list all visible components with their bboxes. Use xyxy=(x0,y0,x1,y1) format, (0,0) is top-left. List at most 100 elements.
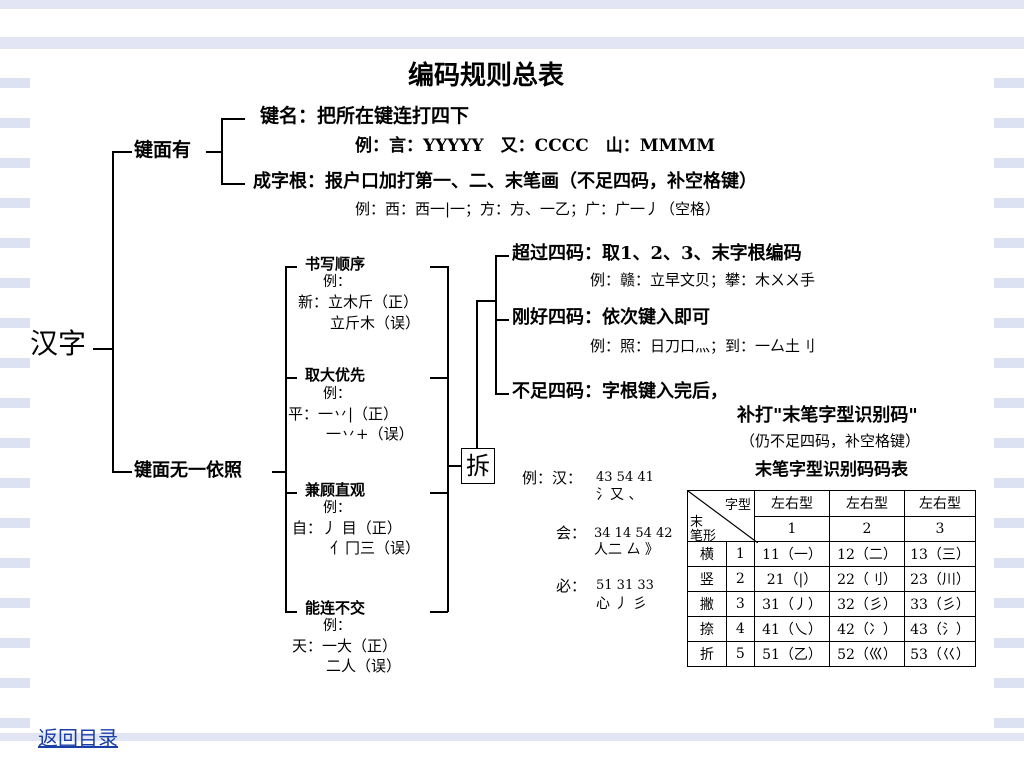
side-dash xyxy=(0,638,30,648)
trunk-top-tick xyxy=(112,151,132,153)
principle-4-line-2: 天：一大（正） xyxy=(292,637,398,655)
principle-2-line-2: 平：一丷|（正） xyxy=(288,405,399,423)
radical-example: 例：西：西一|一；方：方、一乙；广：广一丿（空格） xyxy=(355,200,721,218)
header-num-3: 3 xyxy=(904,515,976,542)
radical-connector xyxy=(221,183,245,185)
side-dash xyxy=(0,118,30,128)
corner-diagonal xyxy=(688,491,758,543)
p4-tick-right xyxy=(430,611,448,613)
header-num-2: 2 xyxy=(829,515,905,542)
header-type-1: 左右型 xyxy=(754,490,830,517)
stroke-num: 1 xyxy=(725,541,756,567)
code-cell: 33（彡） xyxy=(904,591,976,617)
code-cell: 13（三） xyxy=(904,541,976,567)
stroke-num: 2 xyxy=(725,566,756,592)
side-dash xyxy=(994,78,1024,88)
stroke-name: 竖 xyxy=(687,566,727,592)
rule-under-four: 不足四码：字根键入完后， xyxy=(512,381,728,402)
split-up-connector xyxy=(476,300,478,448)
code-cell: 42（冫） xyxy=(829,616,905,642)
corner-top-label: 字型 xyxy=(724,498,751,513)
root-trunk xyxy=(112,151,114,471)
table-row: 横 1 11（一） 12（二） 13（三） xyxy=(687,541,976,567)
p1-tick-right xyxy=(430,266,448,268)
branch-has-bracket xyxy=(221,118,223,184)
corner-left-label-2: 笔形 xyxy=(690,529,717,544)
principle-4-line-3: 二人（误） xyxy=(326,657,402,675)
p3-tick-left xyxy=(285,492,297,494)
side-dash xyxy=(994,198,1024,208)
page-title: 编码规则总表 xyxy=(408,61,565,91)
header-band xyxy=(0,37,1024,49)
side-dash xyxy=(0,158,30,168)
rule-exactly-four: 刚好四码：依次键入即可 xyxy=(512,307,710,328)
principle-2-title: 取大优先 xyxy=(305,366,366,384)
corner-left-label-1: 末 xyxy=(690,515,704,530)
principle-3-line-1: 例： xyxy=(323,500,351,516)
back-to-contents-link[interactable]: 返回目录 xyxy=(38,726,118,750)
key-name-connector xyxy=(221,118,245,120)
branch-none-connector xyxy=(272,471,286,473)
root-label: 汉字 xyxy=(30,327,87,360)
code-table-corner: 字型 末 笔形 xyxy=(687,490,758,544)
split-example-2-parts: 人二 厶 》 xyxy=(594,542,659,558)
rule-over-four-example: 例：赣：立早文贝；攀：木ㄨㄨ手 xyxy=(590,271,816,289)
stroke-num: 5 xyxy=(725,641,756,667)
side-dash xyxy=(0,718,30,728)
code-cell: 43（氵） xyxy=(904,616,976,642)
rule-3-connector xyxy=(495,393,509,395)
radical-rule: 成字根：报户口加打第一、二、末笔画（不足四码，补空格键） xyxy=(253,171,757,192)
p3-tick-right xyxy=(430,492,448,494)
stroke-name: 捺 xyxy=(687,616,727,642)
principle-1-title: 书写顺序 xyxy=(305,255,366,273)
table-row: 捺 4 41（乀） 42（冫） 43（氵） xyxy=(687,616,976,642)
side-dash xyxy=(994,318,1024,328)
code-cell: 22（刂） xyxy=(829,566,905,592)
principle-3-line-2: 自：丿 目（正） xyxy=(292,519,402,537)
table-row: 折 5 51（乙） 52（巛） 53（巜） xyxy=(687,641,976,667)
code-cell: 21（|） xyxy=(754,566,830,592)
side-dash xyxy=(994,678,1024,688)
code-cell: 53（巜） xyxy=(904,641,976,667)
code-table-title: 末笔字型识别码码表 xyxy=(755,460,908,480)
branch-none-label: 键面无一依照 xyxy=(134,460,242,481)
side-dash xyxy=(994,118,1024,128)
principle-1-line-3: 立斤木（误） xyxy=(330,314,421,332)
split-branch-connector xyxy=(476,300,496,302)
principle-2-line-1: 例： xyxy=(323,386,351,402)
split-example-3-parts: 心 丿 彡 xyxy=(596,596,647,612)
side-dash xyxy=(994,518,1024,528)
stroke-name: 折 xyxy=(687,641,727,667)
code-cell: 12（二） xyxy=(829,541,905,567)
side-dash xyxy=(994,358,1024,368)
side-dash xyxy=(994,478,1024,488)
split-example-1-codes: 43 54 41 xyxy=(596,470,654,485)
header-type-3: 左右型 xyxy=(904,490,976,517)
rule-exactly-four-example: 例：照：日刀口灬；到：一厶土刂 xyxy=(590,337,816,355)
side-dash xyxy=(994,158,1024,168)
trunk-bottom-tick xyxy=(112,471,132,473)
principle-2-line-3: 一丷+（误） xyxy=(326,425,414,443)
rule-under-four-line2: 补打"末笔字型识别码" xyxy=(737,405,918,426)
side-dash xyxy=(994,598,1024,608)
key-name-rule: 键名：把所在键连打四下 xyxy=(260,105,470,127)
table-row: 撇 3 31（丿） 32（彡） 33（彡） xyxy=(687,591,976,617)
code-cell: 11（一） xyxy=(754,541,830,567)
side-dash xyxy=(0,78,30,88)
side-dash xyxy=(0,678,30,688)
p4-tick-left xyxy=(285,611,297,613)
stroke-num: 4 xyxy=(725,616,756,642)
stroke-name: 撇 xyxy=(687,591,727,617)
side-dash xyxy=(994,638,1024,648)
split-example-3-char: 必： xyxy=(556,577,587,595)
key-name-example: 例：言：YYYYY 又：CCCC 山：MMMM xyxy=(355,136,716,156)
side-dash xyxy=(0,358,30,368)
side-dash xyxy=(0,318,30,328)
stroke-name: 横 xyxy=(687,541,727,567)
side-dash xyxy=(994,238,1024,248)
table-row: 竖 2 21（|） 22（刂） 23（川） xyxy=(687,566,976,592)
side-dash xyxy=(994,718,1024,728)
code-cell: 23（川） xyxy=(904,566,976,592)
principle-1-line-2: 新：立木斤（正） xyxy=(298,293,419,311)
footer-band xyxy=(0,733,1024,741)
